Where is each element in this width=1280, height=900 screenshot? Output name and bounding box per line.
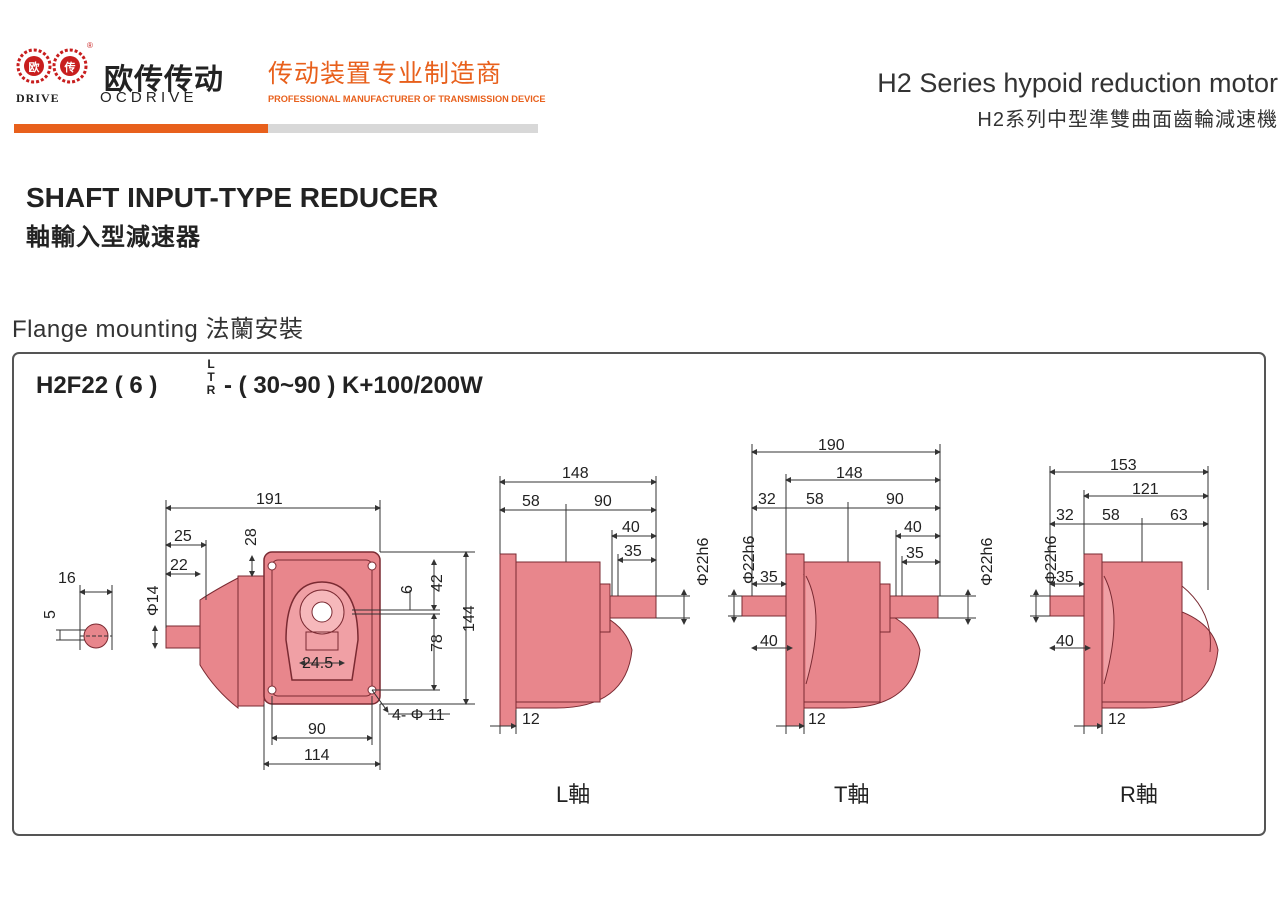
dim-key-width: 16 — [58, 570, 76, 587]
header-bar-gray — [268, 124, 538, 133]
r-view-label: R軸 — [1120, 782, 1158, 807]
dim-42: 42 — [429, 574, 446, 592]
front-dimension-lines — [152, 500, 475, 770]
t-dim-35: 35 — [906, 545, 924, 562]
t-dim-phi22-right: Φ22h6 — [979, 538, 996, 586]
dim-191: 191 — [256, 491, 283, 508]
option-l: L — [207, 357, 215, 371]
dim-28: 28 — [243, 528, 260, 546]
l-view-label: L軸 — [556, 782, 590, 807]
drawing-panel — [12, 352, 1266, 836]
section-title-cn: 軸輸入型減速器 — [26, 224, 201, 251]
series-title-cn: H2系列中型準雙曲面齒輪減速機 — [977, 109, 1278, 131]
side-view-t: 190 148 32 58 90 40 35 Φ22h6 Φ22h6 35 40… — [728, 437, 996, 807]
t-dim-40-left: 40 — [760, 633, 778, 650]
t-dim-12: 12 — [808, 711, 826, 728]
dim-key-height: 5 — [42, 610, 59, 619]
t-dim-58: 58 — [806, 491, 824, 508]
dim-25: 25 — [174, 528, 192, 545]
option-r: R — [206, 383, 216, 397]
side-view-l: 148 58 90 40 35 Φ22h6 12 L軸 — [490, 465, 712, 807]
section-title-en: SHAFT INPUT-TYPE REDUCER — [26, 182, 439, 213]
r-dim-40: 40 — [1056, 633, 1074, 650]
shaft-key-sketch — [56, 585, 113, 650]
gearbox-front-body — [165, 551, 381, 710]
model-code-prefix: H2F22 ( 6 ) — [36, 372, 158, 399]
t-dim-90: 90 — [886, 491, 904, 508]
t-dim-40: 40 — [904, 519, 922, 536]
header-bar-orange — [14, 124, 268, 133]
r-dim-121: 121 — [1132, 481, 1159, 498]
r-dim-63: 63 — [1170, 507, 1188, 524]
t-dim-148: 148 — [836, 465, 863, 482]
registered-mark: ® — [87, 41, 93, 50]
brand-name-left: DRIVE — [16, 91, 60, 105]
dim-114: 114 — [304, 747, 330, 764]
t-dimension-lines — [728, 444, 976, 734]
dim-90: 90 — [308, 721, 326, 738]
l-dim-12: 12 — [522, 711, 540, 728]
series-title-en: H2 Series hypoid reduction motor — [877, 68, 1278, 98]
l-dim-35: 35 — [624, 543, 642, 560]
model-code-suffix: - ( 30~90 ) K+100/200W — [224, 372, 483, 399]
dim-144: 144 — [461, 605, 478, 632]
option-t: T — [207, 370, 215, 384]
dim-24-5: 24.5 — [302, 655, 333, 672]
l-dimension-lines — [490, 476, 690, 734]
r-body — [1049, 553, 1219, 727]
t-dim-32: 32 — [758, 491, 776, 508]
dim-phi14: Φ14 — [145, 585, 162, 616]
r-dim-58: 58 — [1102, 507, 1120, 524]
l-body — [499, 553, 657, 727]
logo-char-left: 欧 — [29, 60, 40, 74]
t-view-label: T軸 — [834, 782, 869, 807]
brand-name-cn: 欧传传动 — [104, 64, 225, 96]
front-view: 16 5 — [42, 491, 478, 770]
side-view-r: 153 121 32 58 63 Φ22h6 35 40 12 R軸 — [1030, 457, 1219, 807]
l-dim-58: 58 — [522, 493, 540, 510]
dim-holes: 4- Φ 11 — [392, 707, 445, 724]
r-dim-12: 12 — [1108, 711, 1126, 728]
r-dim-35: 35 — [1056, 569, 1074, 586]
t-dim-phi22-left: Φ22h6 — [741, 536, 758, 584]
r-dim-32: 32 — [1056, 507, 1074, 524]
mounting-label: Flange mounting 法蘭安裝 — [12, 316, 304, 343]
r-dimension-lines — [1030, 466, 1209, 734]
dim-22: 22 — [170, 557, 188, 574]
slogan-en: PROFESSIONAL MANUFACTURER OF TRANSMISSIO… — [268, 94, 546, 104]
r-dim-153: 153 — [1110, 457, 1137, 474]
t-body — [741, 553, 939, 727]
l-dim-40: 40 — [622, 519, 640, 536]
brand-name-en: OCDRIVE — [100, 89, 198, 106]
l-dim-148: 148 — [562, 465, 589, 482]
company-logo: 欧 传 ® — [16, 41, 93, 84]
t-dim-190: 190 — [818, 437, 845, 454]
dim-78: 78 — [429, 634, 446, 652]
r-dim-phi22: Φ22h6 — [1043, 536, 1060, 584]
logo-char-right: 传 — [64, 60, 76, 74]
l-dim-phi22: Φ22h6 — [695, 538, 712, 586]
model-shaft-options: L T R — [205, 358, 217, 397]
dim-6: 6 — [399, 585, 416, 594]
t-dim-35-left: 35 — [760, 569, 778, 586]
slogan-cn: 传动装置专业制造商 — [268, 60, 503, 88]
l-dim-90: 90 — [594, 493, 612, 510]
